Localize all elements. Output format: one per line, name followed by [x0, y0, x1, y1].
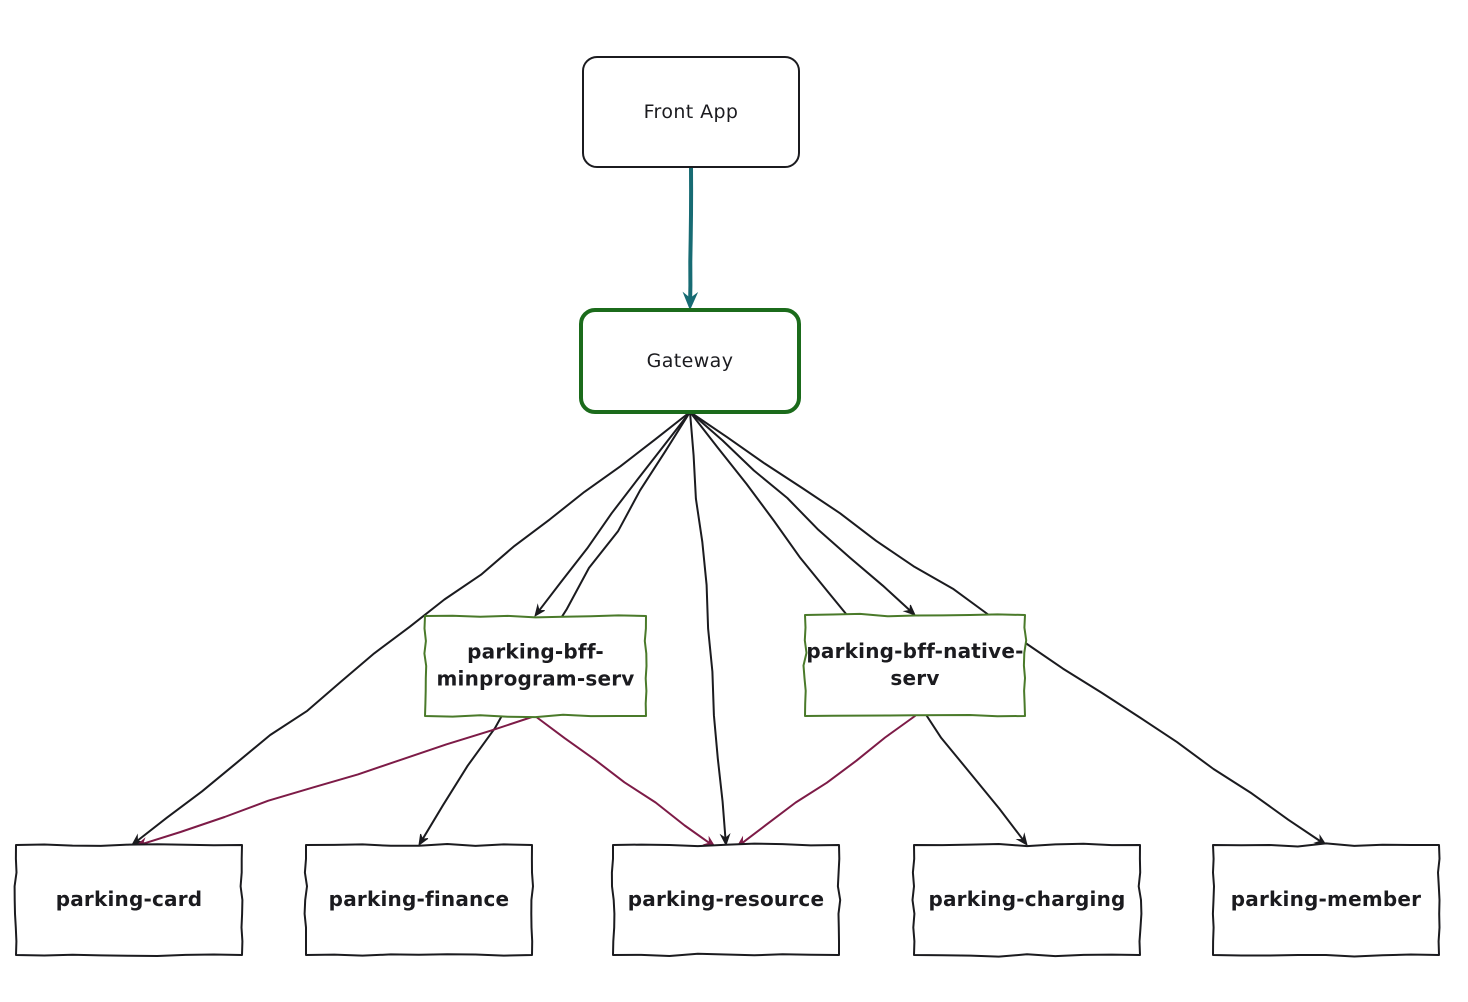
node-parking-member[interactable]: parking-member	[1211, 842, 1441, 958]
edge-arrowhead	[418, 833, 429, 847]
node-label: Front App	[644, 101, 739, 123]
node-box	[1211, 842, 1441, 958]
node-box	[582, 56, 800, 168]
edges-layer	[130, 165, 1328, 848]
node-box	[13, 843, 244, 957]
node-parking-card[interactable]: parking-card	[13, 843, 244, 957]
edge-parking-bff-minprogram-serv-to-parking-card	[134, 715, 536, 848]
node-label: parking-bff-minprogram-serv	[436, 639, 634, 690]
edge-line	[534, 715, 711, 844]
edge-line	[538, 411, 691, 612]
node-box	[802, 612, 1028, 718]
edge-line	[689, 411, 727, 839]
edge-arrowhead	[719, 832, 731, 847]
node-box	[610, 842, 842, 957]
edge-line	[688, 165, 694, 300]
node-front-app[interactable]: Front App	[582, 56, 800, 168]
node-label: parking-finance	[329, 887, 510, 911]
edge-line	[689, 411, 911, 612]
node-box	[579, 308, 801, 414]
node-label: Gateway	[647, 350, 734, 372]
edge-gateway-to-parking-bff-native-serv	[689, 411, 916, 616]
node-label: parking-card	[56, 887, 203, 911]
edge-arrowhead	[682, 291, 699, 311]
node-parking-resource[interactable]: parking-resource	[610, 842, 842, 957]
node-box	[303, 843, 534, 957]
node-gateway[interactable]: Gateway	[579, 308, 801, 414]
edge-arrowhead	[902, 604, 916, 616]
node-box	[911, 842, 1143, 958]
edge-parking-bff-minprogram-serv-to-parking-resource	[534, 715, 717, 848]
node-label: parking-charging	[928, 887, 1125, 911]
edge-gateway-to-parking-resource	[689, 411, 731, 847]
edge-line	[136, 411, 691, 842]
edge-arrowhead	[534, 603, 545, 618]
node-parking-bff-minprogram-serv[interactable]: parking-bff-minprogram-serv	[423, 614, 648, 719]
edge-line	[141, 715, 536, 845]
node-parking-charging[interactable]: parking-charging	[911, 842, 1143, 958]
node-label: parking-member	[1231, 887, 1421, 911]
edge-parking-bff-native-serv-to-parking-resource	[735, 715, 916, 848]
edge-front-app-to-gateway	[682, 165, 699, 311]
edge-gateway-to-parking-bff-minprogram-serv	[534, 411, 691, 618]
node-label: parking-resource	[628, 887, 824, 911]
edge-line	[741, 715, 916, 844]
node-parking-finance[interactable]: parking-finance	[303, 843, 534, 957]
node-parking-bff-native-serv[interactable]: parking-bff-native-serv	[802, 612, 1028, 718]
node-label: parking-bff-native-serv	[806, 639, 1023, 690]
node-box	[423, 614, 648, 719]
edge-arrowhead	[1015, 832, 1028, 847]
